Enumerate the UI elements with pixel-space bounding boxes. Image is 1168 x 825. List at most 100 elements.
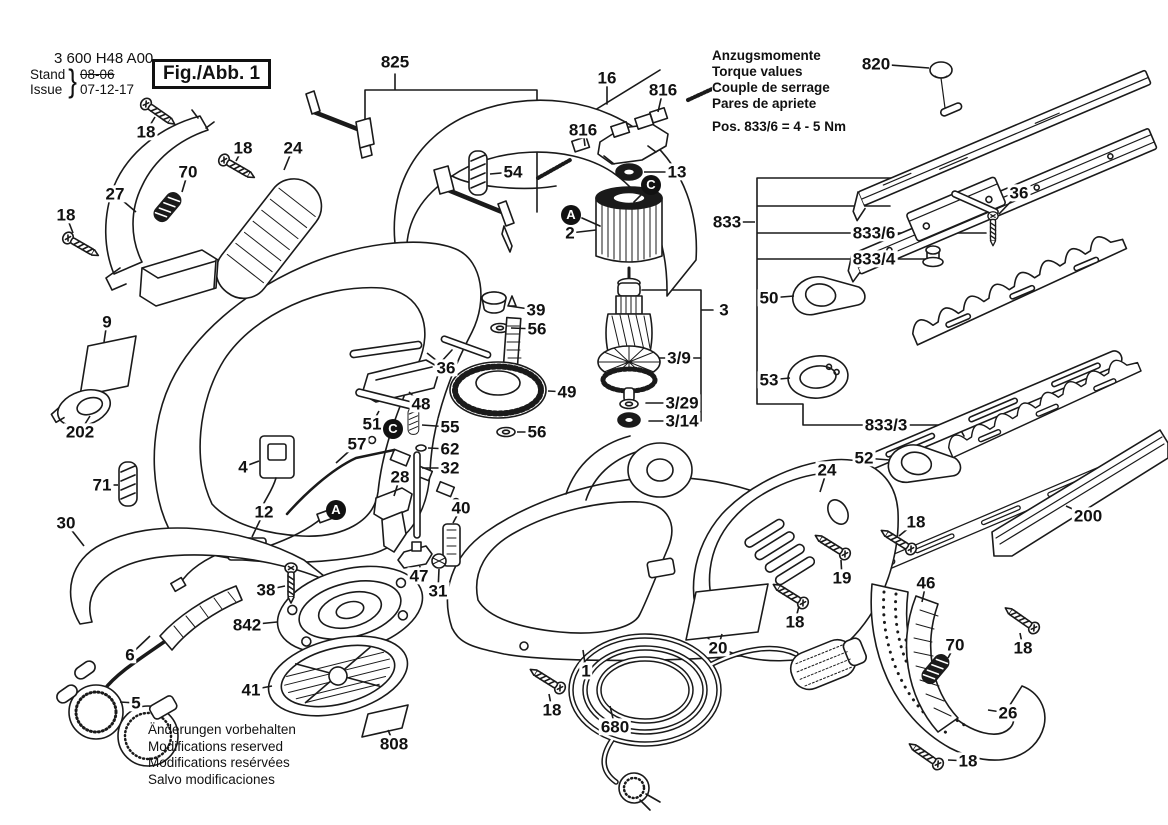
- part-callout-55: 55: [438, 417, 462, 437]
- stator-2: [595, 197, 663, 263]
- clamp-47: [397, 545, 433, 569]
- rail-block: [906, 176, 1006, 242]
- figure-label-box: Fig./Abb. 1: [152, 59, 272, 89]
- part-callout-1: 1: [579, 661, 593, 681]
- part-callout-833-3: 833/3: [862, 415, 910, 435]
- part-callout-18: 18: [904, 512, 928, 532]
- lower-handle-30: [69, 527, 335, 625]
- part-callout-2: 2: [563, 223, 577, 243]
- clip-40: [442, 523, 461, 567]
- part-202: [50, 389, 112, 427]
- rod-32: [413, 451, 421, 539]
- base-plate-842: [276, 565, 424, 655]
- part-callout-40: 40: [449, 498, 473, 518]
- part-callout-820: 820: [859, 54, 893, 74]
- gearcase-boss: [627, 442, 693, 498]
- label-plate-9: [79, 335, 137, 397]
- part-callout-6: 6: [123, 645, 137, 665]
- part-callout-71: 71: [90, 475, 114, 495]
- part-callout-833-4: 833/4: [850, 249, 898, 269]
- part-callout-808: 808: [377, 734, 411, 754]
- clip-62: [415, 444, 427, 452]
- part-callout-70: 70: [943, 635, 967, 655]
- part-callout-3-29: 3/29: [663, 393, 701, 413]
- part-callout-816: 816: [646, 80, 680, 100]
- part-callout-52: 52: [852, 448, 876, 468]
- part-callout-3-14: 3/14: [663, 411, 701, 431]
- pin-36-a: [349, 340, 423, 359]
- part-callout-18: 18: [956, 751, 980, 771]
- part-callout-9: 9: [100, 312, 114, 332]
- part-callout-24: 24: [815, 460, 839, 480]
- part-callout-36: 36: [1007, 183, 1031, 203]
- part-callout-3: 3: [717, 300, 731, 320]
- part-callout-27: 27: [103, 184, 127, 204]
- part-callout-13: 13: [665, 162, 689, 182]
- part-callout-56: 56: [525, 319, 549, 339]
- footer-line: Modifications reserved: [148, 738, 284, 754]
- old-date: 08-06: [79, 66, 115, 82]
- part-callout-32: 32: [438, 458, 462, 478]
- assembly-marker-A: A: [326, 500, 346, 520]
- part-callout-842: 842: [230, 615, 264, 635]
- cord-coupler: [789, 637, 868, 691]
- label-plate-20: [685, 583, 769, 641]
- pin-36-right: [951, 190, 999, 216]
- part-callout-3-9: 3/9: [665, 348, 693, 368]
- part-callout-30: 30: [54, 513, 78, 533]
- block-45: [139, 249, 219, 307]
- part-number: 3 600 H48 A00: [54, 50, 154, 67]
- part-callout-46: 46: [914, 573, 938, 593]
- part-callout-680: 680: [598, 717, 632, 737]
- brace-glyph: }: [68, 62, 77, 100]
- part-callout-28: 28: [388, 467, 412, 487]
- blade-guard-200: [991, 429, 1168, 557]
- label-plate-808: [361, 704, 409, 738]
- part-callout-18: 18: [1011, 638, 1035, 658]
- part-callout-51: 51: [360, 414, 384, 434]
- footer-line: Änderungen vorbehalten: [148, 722, 296, 737]
- assembly-marker-C: C: [641, 175, 661, 195]
- grip-24-left: [215, 178, 323, 300]
- part-callout-41: 41: [239, 680, 263, 700]
- part-callout-825: 825: [378, 52, 412, 72]
- part-callout-4: 4: [236, 457, 250, 477]
- torque-note: Anzugsmomente Torque values Couple de se…: [712, 48, 846, 135]
- part-callout-26: 26: [996, 703, 1020, 723]
- part-callout-49: 49: [555, 382, 579, 402]
- part-callout-53: 53: [757, 370, 781, 390]
- torque-line: Torque values: [712, 64, 803, 79]
- blade-rail-upper: [852, 69, 1152, 222]
- part-callout-18: 18: [540, 700, 564, 720]
- part-callout-48: 48: [409, 394, 433, 414]
- part-callout-39: 39: [524, 300, 548, 320]
- part-callout-38: 38: [254, 580, 278, 600]
- part-callout-202: 202: [63, 422, 97, 442]
- issue-date: 07-12-17: [79, 81, 135, 97]
- torque-line: Pares de apriete: [712, 96, 817, 111]
- torque-line: Anzugsmomente: [712, 48, 821, 63]
- guard-46: [905, 595, 959, 733]
- torque-line: Couple de serrage: [712, 80, 830, 95]
- part-callout-57: 57: [345, 434, 369, 454]
- torque-pos-line: Pos. 833/6 = 4 - 5 Nm: [712, 119, 846, 134]
- assembly-marker-A: A: [561, 205, 581, 225]
- footer-line: Salvo modificaciones: [148, 771, 275, 787]
- bottom-cover-41: [267, 635, 409, 717]
- part-callout-5: 5: [129, 693, 143, 713]
- modifications-note: Änderungen vorbehalten Modifications res…: [148, 722, 296, 788]
- stand-label: Stand: [30, 66, 66, 82]
- part-callout-16: 16: [595, 68, 619, 88]
- part-callout-20: 20: [706, 638, 730, 658]
- part-callout-70: 70: [176, 162, 200, 182]
- pin-36-b: [440, 335, 492, 359]
- part-callout-18: 18: [134, 122, 158, 142]
- part-callout-50: 50: [757, 288, 781, 308]
- part-callout-18: 18: [783, 612, 807, 632]
- part-callout-31: 31: [426, 581, 450, 601]
- part-callout-12: 12: [252, 502, 276, 522]
- part-callout-56: 56: [525, 422, 549, 442]
- part-callout-833-6: 833/6: [850, 223, 898, 243]
